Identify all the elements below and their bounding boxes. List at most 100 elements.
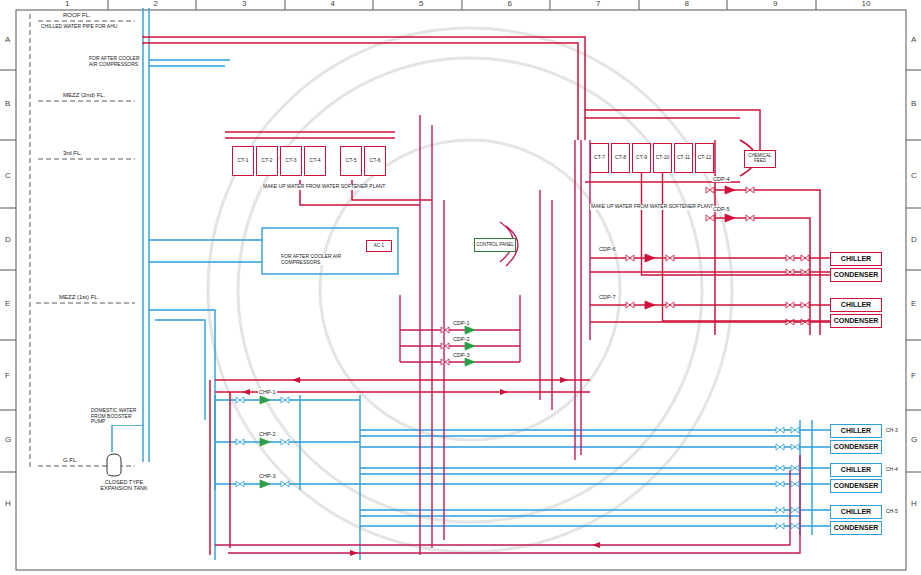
grid-number: 7 (595, 0, 601, 9)
pipe-connector (642, 173, 831, 275)
pipe-symbol (776, 465, 784, 471)
chiller-box: CHILLER (830, 505, 882, 519)
grid-letter: B (910, 100, 917, 109)
pipe-symbol (725, 186, 735, 194)
tank-outline (104, 452, 124, 478)
node-text: AC-1 (374, 244, 384, 249)
condenser-box: CONDENSER (830, 440, 882, 454)
pipe-symbol (791, 465, 799, 471)
grid-letter: H (910, 500, 918, 509)
chiller-box: CHILLER (830, 424, 882, 438)
node-text: CONDENSER (834, 524, 879, 532)
grid-letter: H (4, 500, 12, 509)
grid-number: 1 (64, 0, 70, 9)
node-text: CT-5 (346, 158, 357, 164)
grid-number: 8 (684, 0, 690, 9)
grid-number: 6 (507, 0, 513, 9)
grid-letter: A (910, 36, 917, 45)
pipe-symbol (786, 319, 794, 325)
condenser-box: CONDENSER (830, 479, 882, 493)
node-text: CHILLER (841, 427, 871, 435)
pipe-symbol (725, 214, 735, 222)
pipe-symbol (776, 523, 784, 529)
cooling-tower: CT-10 (653, 143, 672, 173)
grid-letter: F (910, 372, 917, 381)
pipe-symbol (260, 396, 270, 404)
pump-tag: CDP-3 (452, 352, 471, 358)
pipe-symbol (236, 481, 244, 487)
pipe-symbol (236, 439, 244, 445)
grid-letter: D (910, 236, 918, 245)
pump-tag: CHP-3 (258, 473, 277, 479)
note-label: MAKE UP WATER FROM WATER SOFTENER PLANT (262, 184, 386, 190)
cooling-tower: CT-11 (674, 143, 693, 173)
grid-letter: A (4, 36, 11, 45)
node-text: CONDENSER (834, 443, 879, 451)
note-label: DOMESTIC WATER FROM BOOSTER PUMP (90, 408, 142, 425)
pipe-symbol (801, 302, 809, 308)
condenser-box: CONDENSER (830, 268, 882, 282)
node-text: CONDENSER (834, 271, 879, 279)
pipe-symbol (260, 480, 270, 488)
equipment-tag: CH-4 (885, 467, 899, 473)
cooling-tower: CT-8 (611, 143, 630, 173)
node-text: CHEMICAL FEED (745, 154, 775, 164)
grid-letter: E (910, 300, 917, 309)
floor-label: G.FL. (62, 457, 79, 464)
equipment-box: CHEMICAL FEED (744, 150, 776, 168)
pipe-symbol (645, 301, 655, 309)
pump-tag: CHP-1 (258, 389, 277, 395)
grid-letter: F (4, 372, 11, 381)
pipe-symbol (281, 397, 289, 403)
pump-tag: CDP-7 (598, 294, 617, 300)
chiller-box: CHILLER (830, 298, 882, 312)
pipe-symbol (746, 215, 754, 221)
floor-label: MEZZ (1st) FL. (58, 294, 100, 301)
pipe-symbol (791, 507, 799, 513)
pump-tag: CDP-6 (598, 246, 617, 252)
cooling-tower: CT-12 (695, 143, 714, 173)
pipe-symbol (465, 342, 475, 350)
grid-number: 10 (861, 0, 872, 9)
pipe-symbol (441, 359, 449, 365)
grid-letter: C (4, 172, 12, 181)
node-text: CHILLER (841, 466, 871, 474)
grid-number: 2 (153, 0, 159, 9)
node-text: CONDENSER (834, 482, 879, 490)
note-label: FOR AFTER COOLER AIR COMPRESSORS (280, 254, 362, 265)
node-text: CLOSED TYPE EXPANSION TANK (90, 479, 158, 491)
pipe-symbol (441, 343, 449, 349)
chiller-box: CHILLER (830, 252, 882, 266)
node-text: CONTROL PANEL (476, 243, 514, 248)
pump-tag: CDP-1 (452, 320, 471, 326)
pipe-symbol (776, 507, 784, 513)
pipe-symbol (281, 481, 289, 487)
pipe-symbol (791, 523, 799, 529)
pipe-symbol (801, 319, 809, 325)
pipe-symbol (465, 326, 475, 334)
node-text: CT-11 (677, 155, 690, 161)
floor-label: ROOF FL. (62, 12, 92, 19)
pipe-symbol (786, 302, 794, 308)
node-text: CONDENSER (834, 317, 879, 325)
pipe-connector (663, 173, 831, 321)
node-text: CT-9 (636, 155, 647, 161)
node-text: CHILLER (841, 508, 871, 516)
control-panel: CONTROL PANEL (474, 238, 516, 252)
node-text: CT-8 (615, 155, 626, 161)
pipe-symbol (666, 255, 674, 261)
pump-tag: CHP-2 (258, 431, 277, 437)
node-text: CHILLER (841, 255, 871, 263)
grid-letter: E (4, 300, 11, 309)
floor-label: CHILLED WATER PIPE FOR AHU (40, 24, 118, 30)
grid-number: 9 (772, 0, 778, 9)
chiller-box: CHILLER (830, 463, 882, 477)
grid-letter: G (4, 436, 12, 445)
grid-letter: D (4, 236, 12, 245)
node-text: CT-10 (656, 155, 670, 161)
pipe-symbol (791, 444, 799, 450)
pipe-symbol (645, 254, 655, 262)
pipe-symbol (260, 438, 270, 446)
equipment-box: AC-1 (366, 240, 392, 252)
